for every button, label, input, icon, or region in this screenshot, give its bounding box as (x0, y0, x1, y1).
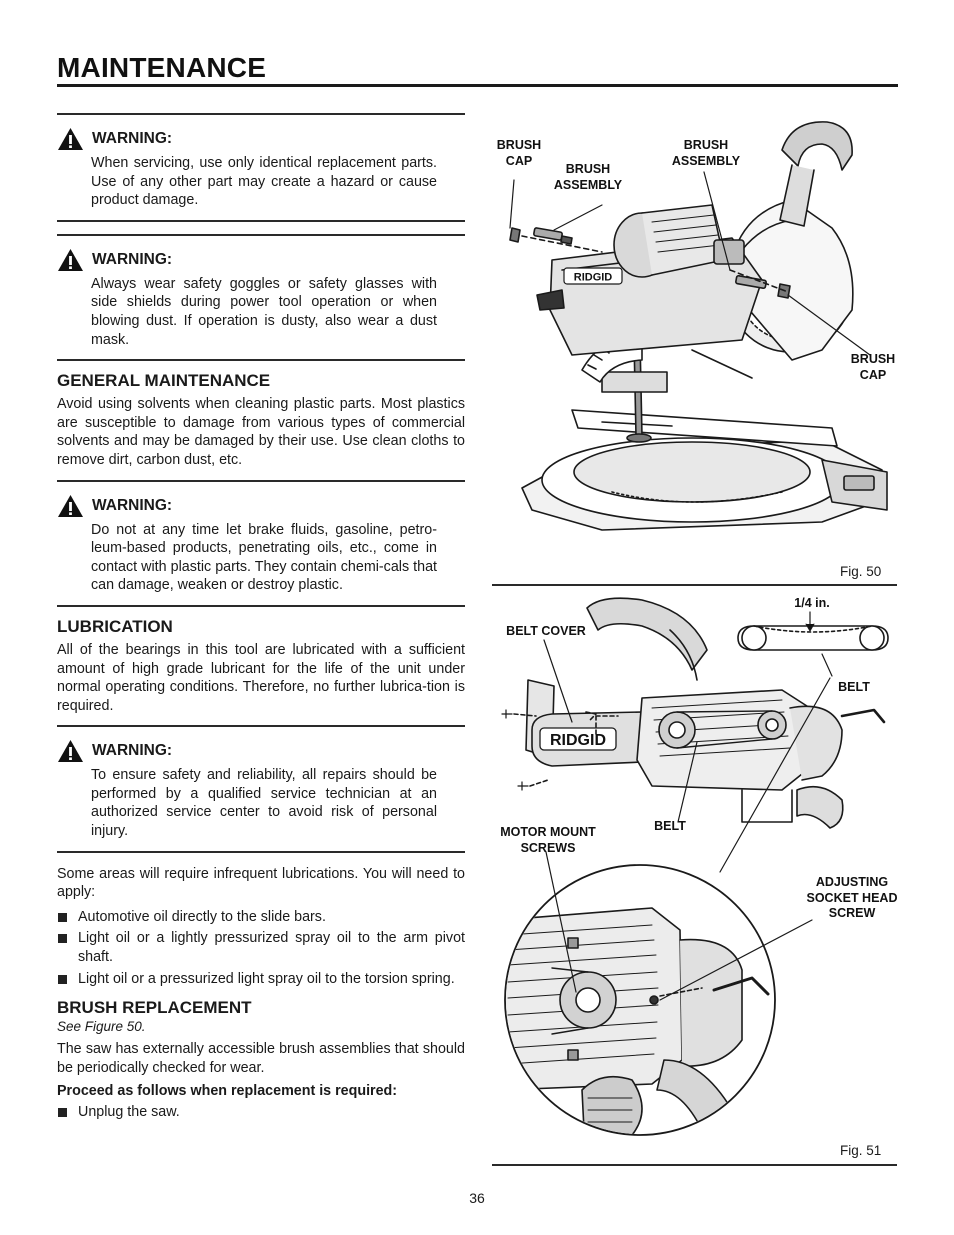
section-rule (57, 725, 465, 728)
general-maintenance-heading: GENERAL MAINTENANCE (57, 371, 271, 391)
warning-box-1: WARNING: When servicing, use only identi… (57, 115, 465, 220)
figure-51-caption: Fig. 51 (840, 1143, 882, 1158)
warning-text: When servicing, use only identical repla… (91, 155, 437, 209)
list-item: Automotive oil directly to the slide bar… (57, 908, 465, 927)
left-column: WARNING: When servicing, use only identi… (57, 113, 465, 1130)
general-maintenance-text: Avoid using solvents when cleaning plast… (57, 396, 465, 468)
belt-adjustment-illustration: RIDGID (501, 597, 889, 1136)
figure-50: RIDGID BRUSH CAP BRUSH ASSEMBLY BRUSH AS… (492, 110, 897, 585)
warning-label: WARNING: (92, 250, 173, 268)
title-rule (57, 84, 898, 87)
see-figure-note: See Figure 50. (57, 1019, 146, 1035)
section-rule (57, 219, 465, 222)
label-brush-assembly-left: BRUSH ASSEMBLY (553, 162, 623, 192)
figure-divider (492, 1164, 897, 1166)
warning-label: WARNING: (92, 496, 173, 514)
list-item: Unplug the saw. (57, 1103, 465, 1122)
label-motor-mount-screws: MOTOR MOUNT SCREWS (500, 825, 596, 855)
brush-replacement-heading: BRUSH REPLACEMENT (57, 998, 252, 1018)
warning-text: Always wear safety goggles or safety gla… (91, 275, 437, 348)
label-belt-center: BELT (654, 819, 686, 833)
warning-text: To ensure safety and reliability, all re… (91, 767, 437, 840)
warning-triangle-icon (58, 248, 83, 271)
label-belt-cover: BELT COVER (506, 624, 586, 638)
section-rule (57, 113, 465, 115)
list-item: Light oil or a pressurized light spray o… (57, 970, 465, 989)
section-rule (57, 850, 465, 853)
label-brush-assembly-right: BRUSH ASSEMBLY (671, 138, 741, 168)
warning-label: WARNING: (92, 742, 173, 760)
label-brush-cap-left: BRUSH CAP (496, 138, 542, 168)
miter-saw-brush-illustration: RIDGID (509, 121, 888, 531)
figure-51: RIDGID (492, 590, 897, 1165)
section-rule (57, 233, 465, 236)
figure-50-caption: Fig. 50 (840, 564, 882, 579)
section-rule (57, 479, 465, 482)
lubrication-text: All of the bearings in this tool are lub… (57, 641, 465, 714)
warning-triangle-icon (58, 494, 83, 517)
section-rule (57, 604, 465, 607)
figure-divider (492, 584, 897, 586)
warning-box-2: WARNING: Always wear safety goggles or s… (57, 236, 465, 359)
page-number: 36 (469, 1190, 485, 1206)
label-adjusting-screw: ADJUSTING SOCKET HEAD SCREW (806, 875, 898, 920)
brand-logo: RIDGID (550, 732, 606, 749)
warning-box-3: WARNING: Do not at any time let brake fl… (57, 482, 465, 605)
lubrication-list: Automotive oil directly to the slide bar… (57, 908, 465, 988)
warning-box-4: WARNING: To ensure safety and reliabilit… (57, 727, 465, 850)
lubrication-heading: LUBRICATION (57, 616, 173, 636)
proceed-instruction: Proceed as follows when replacement is r… (57, 1083, 398, 1100)
brand-logo: RIDGID (574, 272, 613, 284)
warning-triangle-icon (58, 128, 83, 150)
section-rule (57, 359, 465, 362)
brush-replacement-text: The saw has externally accessible brush … (57, 1041, 465, 1076)
brush-steps: Unplug the saw. (57, 1103, 465, 1122)
lubrication-intro: Some areas will require infrequent lubri… (57, 865, 465, 901)
page-title: MAINTENANCE (57, 52, 267, 83)
warning-text: Do not at any time let brake fluids, gas… (91, 521, 437, 594)
label-quarter-inch: 1/4 in. (794, 596, 830, 610)
list-item: Light oil or a lightly pressurized spray… (57, 929, 465, 966)
label-brush-cap-right: BRUSH CAP (850, 352, 896, 382)
warning-triangle-icon (58, 740, 83, 763)
warning-label: WARNING: (92, 130, 173, 147)
label-belt-right: BELT (838, 680, 870, 694)
